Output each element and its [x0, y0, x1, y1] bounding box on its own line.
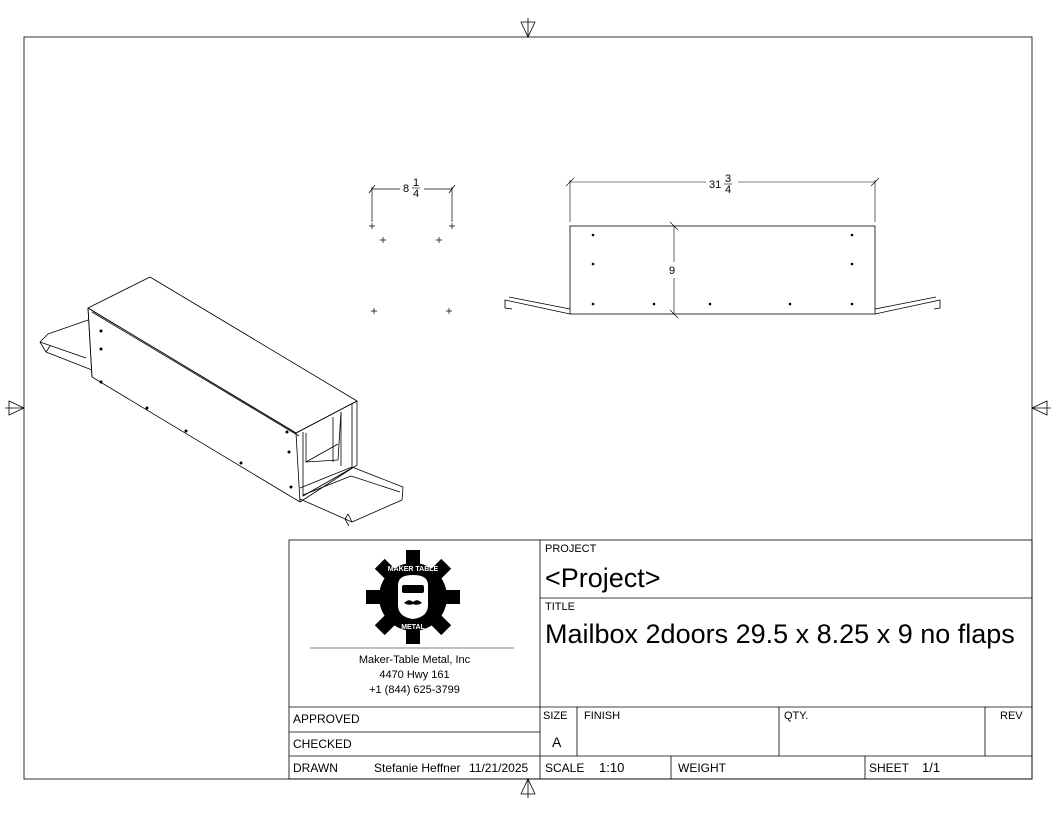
- drawing-title: Mailbox 2doors 29.5 x 8.25 x 9 no flaps: [545, 619, 1015, 649]
- rev-label: REV: [1000, 710, 1023, 722]
- dim-width-den: 4: [413, 188, 419, 200]
- company-name: Maker-Table Metal, Inc: [358, 654, 471, 666]
- bottom-center-mark: [520, 778, 536, 798]
- dim-length-den: 4: [725, 184, 731, 196]
- sheet-label: SHEET: [869, 761, 910, 775]
- sheet-value: 1/1: [922, 760, 941, 775]
- approved-label: APPROVED: [293, 712, 360, 726]
- sheet-frame: [5, 18, 1051, 798]
- dim-length-num: 3: [725, 173, 731, 185]
- scale-label: SCALE: [545, 761, 585, 775]
- project-label: PROJECT: [545, 543, 597, 555]
- finish-label: FINISH: [584, 710, 621, 722]
- maker-table-logo: [366, 550, 460, 644]
- company-phone: +1 (844) 625-3799: [369, 684, 460, 696]
- title-clip: Mailbox 2doors 29.5 x 8.25 x 9 no flaps: [545, 618, 1032, 658]
- left-center-mark: [5, 400, 25, 416]
- size-label: SIZE: [543, 710, 568, 722]
- front-view: [504, 177, 941, 319]
- company-address: 4470 Hwy 161: [379, 669, 450, 681]
- size-value: A: [552, 734, 562, 750]
- logo-bottom-text: METAL: [401, 624, 425, 631]
- drawn-by: Stefanie Heffner: [374, 761, 461, 775]
- scale-value: 1:10: [599, 760, 625, 775]
- dim-length-whole: 31: [709, 179, 721, 191]
- title-block-grid: [288, 539, 1033, 780]
- dim-height: 9: [669, 265, 675, 277]
- end-view: [368, 184, 456, 314]
- drawn-label: DRAWN: [293, 761, 338, 775]
- drawn-date: 11/21/2025: [469, 761, 529, 775]
- dim-width-whole: 8: [403, 183, 409, 195]
- qty-label: QTY.: [784, 710, 809, 722]
- isometric-view: [39, 276, 404, 527]
- weight-label: WEIGHT: [678, 761, 726, 775]
- right-center-mark: [1031, 400, 1051, 416]
- title-label: TITLE: [545, 601, 575, 613]
- checked-label: CHECKED: [293, 737, 352, 751]
- logo-top-text: MAKER TABLE: [388, 566, 439, 573]
- top-center-mark: [520, 18, 536, 38]
- dim-width-num: 1: [413, 177, 419, 189]
- project-value: <Project>: [545, 563, 661, 593]
